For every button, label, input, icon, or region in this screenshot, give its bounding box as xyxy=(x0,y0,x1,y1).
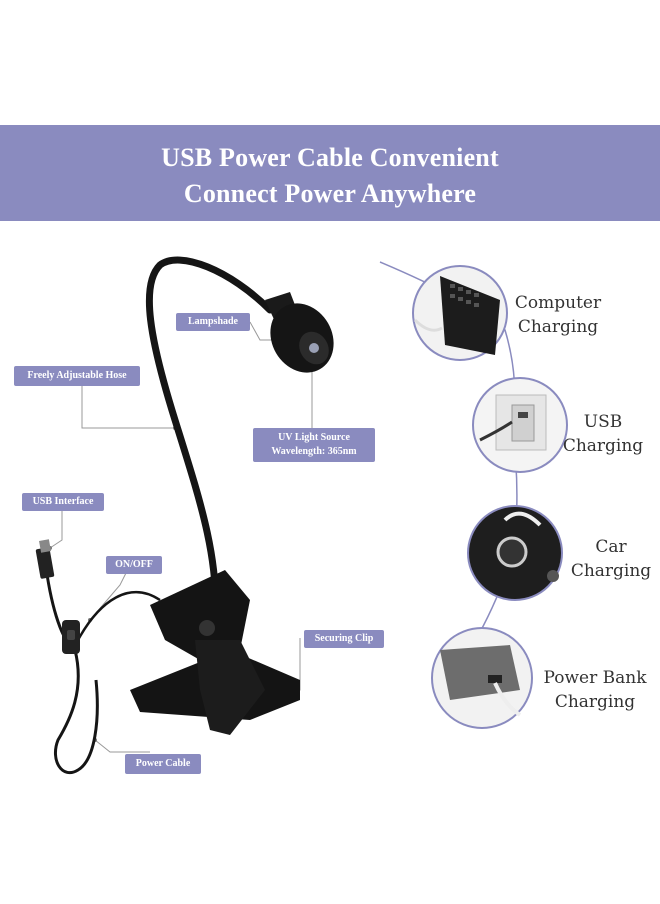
feature-label-computer: Computer Charging xyxy=(514,293,602,337)
banner-title-line2: Connect Power Anywhere xyxy=(183,179,477,208)
feature-label-car: Car Charging xyxy=(570,537,652,581)
feature-circle-usb xyxy=(472,377,568,473)
lamp-head xyxy=(265,292,334,373)
callout-securing-clip: Securing Clip xyxy=(304,630,384,648)
inline-switch xyxy=(62,620,80,654)
callout-hose-label: Freely Adjustable Hose xyxy=(27,370,127,381)
banner-title-line1: USB Power Cable Convenient xyxy=(161,143,499,172)
feature-circle-power-bank xyxy=(431,627,533,729)
feature-label-power-bank: Power Bank Charging xyxy=(543,668,647,712)
callout-power-cable: Power Cable xyxy=(125,754,201,774)
callout-lampshade-label: Lampshade xyxy=(187,316,238,327)
callout-uv-light: UV Light Source Wavelength: 365nm xyxy=(253,428,375,462)
callout-hose: Freely Adjustable Hose xyxy=(14,366,140,386)
callout-on-off-label: ON/OFF xyxy=(115,559,153,570)
title-banner: USB Power Cable Convenient Connect Power… xyxy=(0,125,660,221)
securing-clip xyxy=(130,570,300,735)
power-cable xyxy=(43,559,99,774)
feature-label-usb: USB Charging xyxy=(562,412,644,456)
callout-uv-line2: Wavelength: 365nm xyxy=(271,446,357,457)
usb-plug xyxy=(35,539,55,579)
callout-on-off: ON/OFF xyxy=(106,556,162,574)
gooseneck-hose xyxy=(145,256,274,629)
callout-uv-line1: UV Light Source xyxy=(278,432,350,443)
callout-usb-interface-label: USB Interface xyxy=(32,496,94,507)
feature-circle-car xyxy=(467,505,563,601)
feature-circle-computer xyxy=(412,265,508,361)
callout-power-cable-label: Power Cable xyxy=(135,758,191,769)
callout-lampshade: Lampshade xyxy=(176,313,250,331)
callout-usb-interface: USB Interface xyxy=(22,493,104,511)
callout-securing-clip-label: Securing Clip xyxy=(314,633,374,644)
